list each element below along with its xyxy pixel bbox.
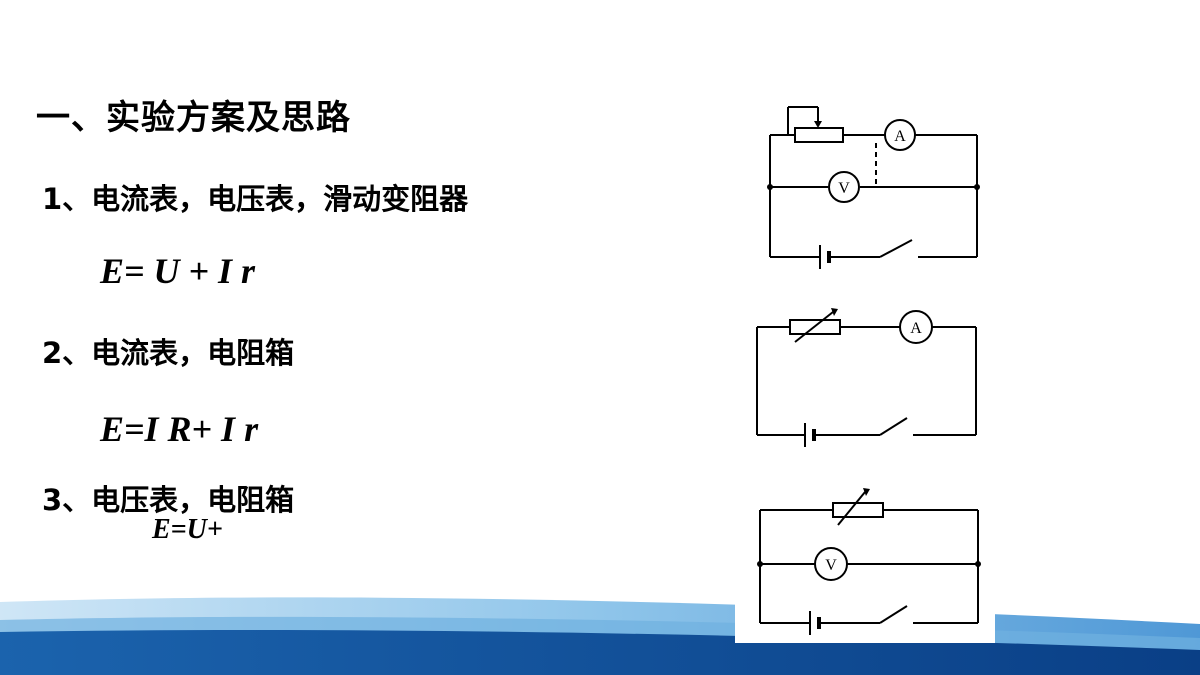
voltmeter-symbol: V	[825, 557, 837, 574]
ammeter-symbol: A	[894, 128, 906, 145]
circuit-diagram-2: A	[756, 308, 977, 447]
slide-title: 一、实验方案及思路	[36, 98, 351, 138]
method-1-label: 1、电流表，电压表，滑动变阻器	[42, 182, 469, 216]
rheostat-resistor-icon	[794, 127, 844, 143]
method-2-formula: E=I R+ I r	[100, 409, 259, 449]
method-1-formula: E= U + I r	[100, 251, 256, 291]
ammeter-icon	[884, 119, 916, 151]
method-2-label: 2、电流表，电阻箱	[42, 336, 295, 370]
footer-wave-band	[0, 597, 1200, 675]
circuit-diagram-1: A V	[767, 106, 980, 269]
method-3-formula: E=U+	[152, 514, 223, 545]
ammeter-symbol: A	[910, 320, 922, 337]
voltmeter-icon	[814, 547, 848, 581]
ammeter-icon	[899, 310, 933, 344]
voltmeter-icon	[828, 171, 860, 203]
circuit-diagram-3: V	[735, 480, 995, 643]
voltmeter-symbol: V	[838, 180, 850, 197]
method-3-label: 3、电压表，电阻箱	[42, 483, 295, 517]
